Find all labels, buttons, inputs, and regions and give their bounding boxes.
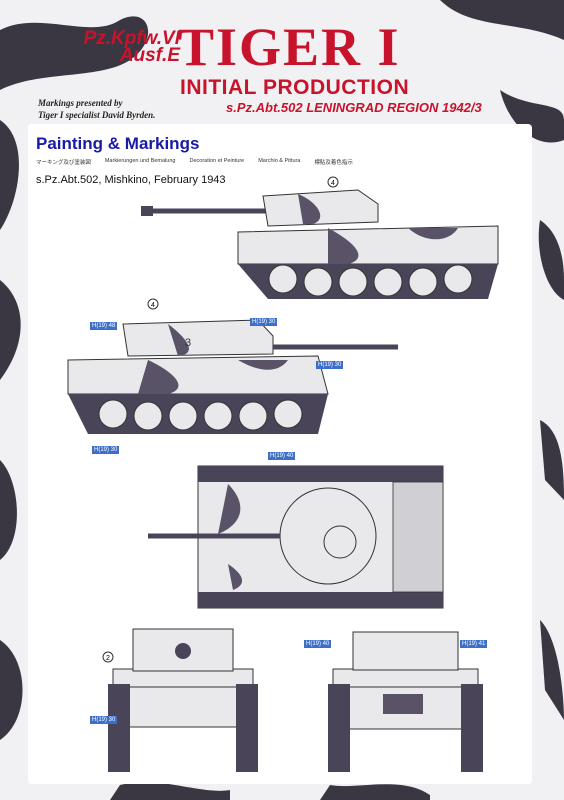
lang-german: Markierungen und Bemalung [104, 158, 176, 164]
lang-japanese: マーキング及び塗装図 [36, 160, 91, 166]
callout-front-view: 2 [106, 655, 110, 662]
model-line-2: Ausf.E [119, 45, 180, 66]
callout-left-view: 4 [151, 302, 155, 309]
markings-panel: Painting & Markings マーキング及び塗装図 Markierun… [28, 124, 532, 784]
tank-rear-view [328, 631, 483, 772]
callout-right-view: 4 [331, 180, 335, 187]
marking-label: H(19) 30 [250, 318, 278, 326]
tank-top-view [148, 465, 444, 609]
marking-label: H(19) 41 [460, 640, 488, 648]
tank-left-side-view: 4 3 [67, 298, 398, 434]
turret-number: 3 [185, 337, 191, 349]
lang-french: Decoration et Peinture [189, 158, 245, 164]
lang-chinese: 標貼及着色指示 [314, 160, 353, 166]
scheme-caption: s.Pz.Abt.502, Mishkino, February 1943 [36, 174, 226, 186]
marking-label: H(19) 40 [304, 640, 332, 648]
unit-region: s.Pz.Abt.502 LENINGRAD REGION 1942/3 [226, 100, 482, 115]
marking-label: H(19) 30 [316, 361, 344, 369]
tank-right-side-view: 4 [141, 176, 499, 299]
lang-italian: Marchio & Pittura [258, 158, 301, 164]
marking-label: H(19) 48 [90, 322, 118, 330]
model-designation: Pz.Kpfw.VI Ausf.E [30, 28, 180, 66]
tank-front-view: 2 [102, 628, 258, 772]
page-subtitle: INITIAL PRODUCTION [180, 76, 410, 99]
marking-label: H(19) 30 [90, 716, 118, 724]
credit-line-2: Tiger I specialist David Byrden. [38, 110, 156, 120]
panel-title: Painting & Markings [36, 134, 200, 153]
model-line-1: Pz.Kpfw.VI [83, 28, 180, 49]
tank-drawings: 4 4 3 [67, 176, 499, 772]
credit-line-1: Markings presented by [38, 98, 123, 108]
page-title: TIGER I [178, 17, 401, 77]
marking-label: H(19) 40 [268, 452, 296, 460]
credit: Markings presented by Tiger I specialist… [38, 97, 188, 121]
marking-label: H(19) 30 [92, 446, 120, 454]
language-row: マーキング及び塗装図 Markierungen und Bemalung Dec… [36, 158, 353, 166]
